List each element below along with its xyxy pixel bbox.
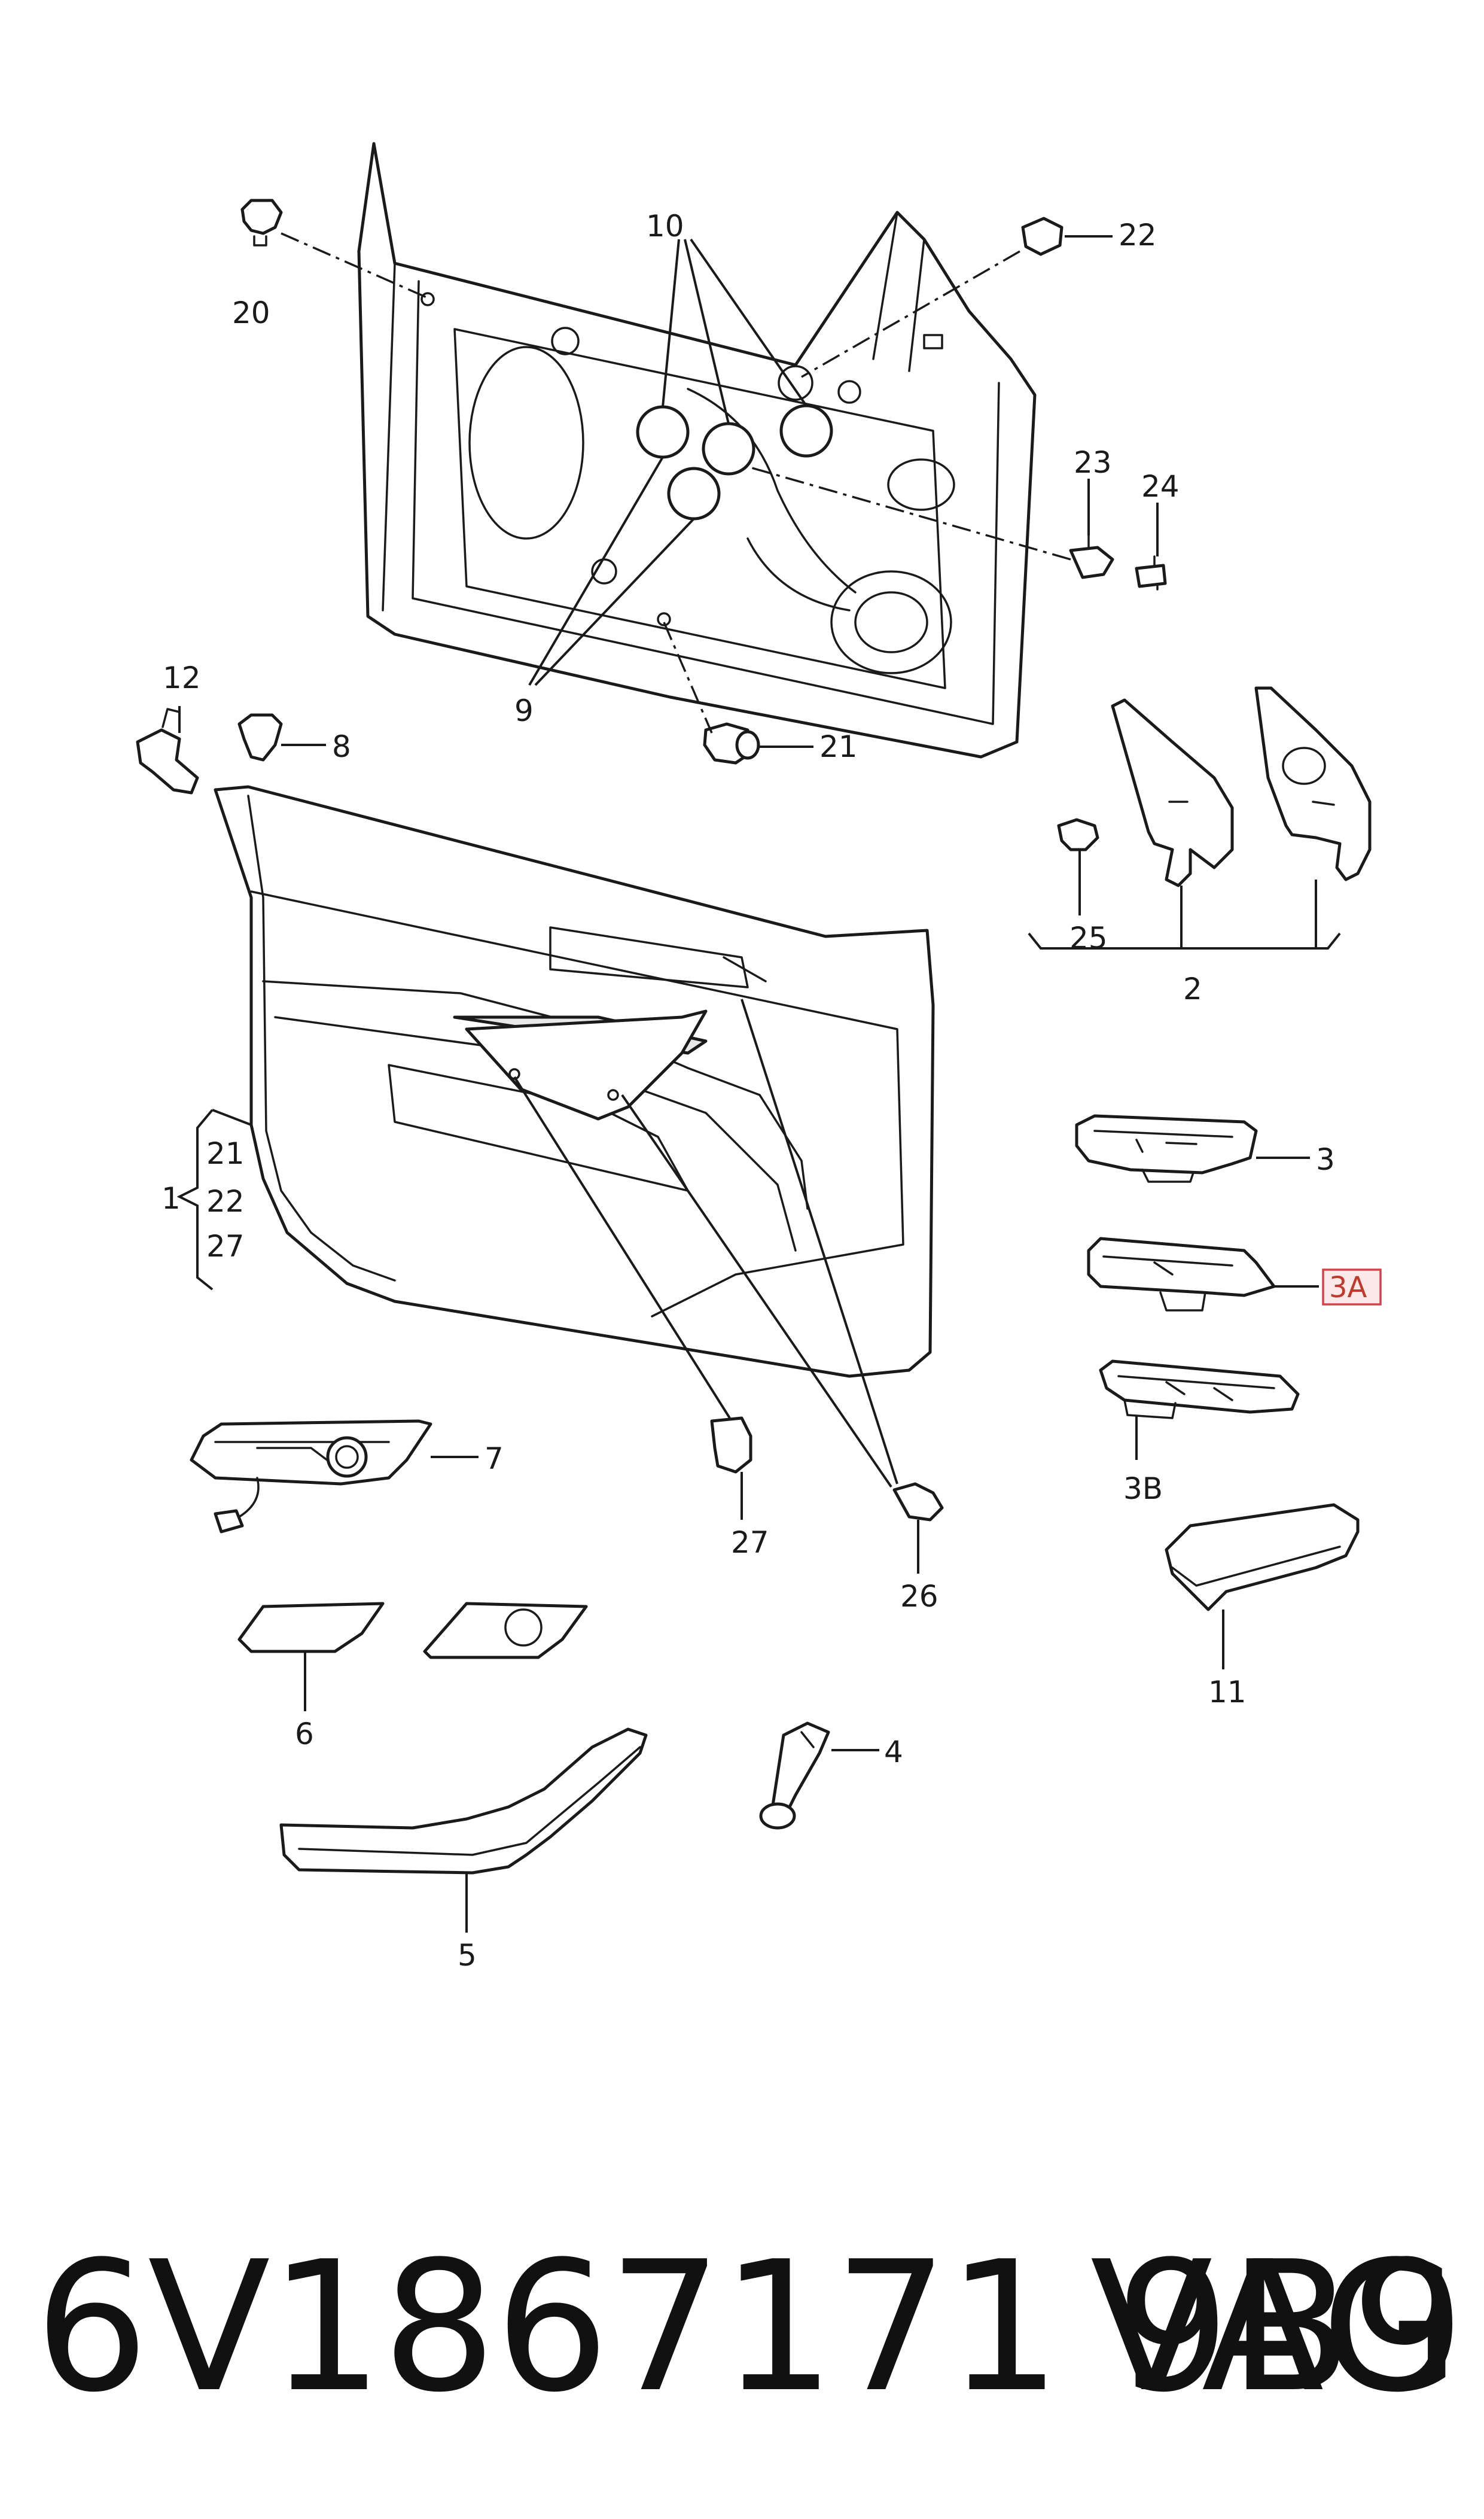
callout-5: 5 — [458, 1938, 477, 1973]
door-trim-panel-1 — [214, 785, 935, 1378]
callout-23: 23 — [1074, 445, 1112, 480]
part-number: 6V1867171 9B9 — [35, 2223, 1465, 2432]
callout-11: 11 — [1208, 1675, 1247, 1709]
callout-3a-box — [1322, 1268, 1382, 1306]
callout-10: 10 — [646, 209, 684, 244]
mirror-trim-2 — [1111, 686, 1372, 887]
door-inner-frame — [357, 142, 1037, 759]
screw-24 — [1135, 555, 1167, 591]
callout-3a: 3A — [1329, 1271, 1367, 1304]
callout-20: 20 — [232, 296, 270, 330]
window-switch-3a — [1087, 1237, 1276, 1312]
callout-2: 2 — [1183, 972, 1202, 1006]
window-switch-3 — [1075, 1114, 1258, 1183]
callout-27: 27 — [731, 1525, 769, 1560]
clip-27 — [710, 1416, 752, 1474]
grommet-21-top — [703, 722, 760, 765]
clip-8 — [237, 713, 283, 762]
window-crank-4 — [759, 1721, 830, 1830]
window-switch-3b — [1099, 1359, 1300, 1419]
trim-cover-6 — [237, 1602, 588, 1659]
callout-26: 26 — [900, 1579, 938, 1614]
callout-12: 12 — [163, 661, 201, 695]
callout-27-panel: 27 — [206, 1229, 245, 1264]
clip-23 — [1069, 534, 1114, 579]
clip-20 — [240, 199, 283, 247]
callout-4: 4 — [884, 1735, 903, 1769]
callout-7: 7 — [484, 1441, 504, 1476]
callout-3b: 3B — [1123, 1471, 1163, 1506]
clip-26 — [892, 1482, 944, 1522]
connector-12 — [136, 708, 199, 795]
callout-3: 3 — [1316, 1142, 1335, 1177]
callout-22-panel: 22 — [206, 1184, 245, 1219]
callout-8: 8 — [332, 729, 351, 764]
armrest-trim-5 — [279, 1727, 648, 1875]
exploded-parts-diagram: 10 20 22 23 24 9 21 12 8 25 2 3 3A 3B 11… — [136, 142, 1382, 1973]
membrane-plug-9 — [667, 467, 721, 521]
callout-22-top: 22 — [1119, 218, 1157, 252]
callout-24: 24 — [1141, 469, 1180, 504]
brand-name: VAG — [1090, 2223, 1460, 2432]
bolt-22 — [1021, 217, 1064, 256]
callout-9: 9 — [514, 693, 534, 728]
callout-1: 1 — [161, 1181, 181, 1216]
clip-25 — [1057, 818, 1099, 851]
storage-box-11 — [1165, 1503, 1360, 1611]
callout-6: 6 — [295, 1717, 314, 1751]
callout-25: 25 — [1069, 921, 1108, 956]
door-handle-7 — [190, 1419, 432, 1534]
callout-21-top: 21 — [819, 729, 858, 764]
callout-21-panel: 21 — [206, 1136, 245, 1171]
